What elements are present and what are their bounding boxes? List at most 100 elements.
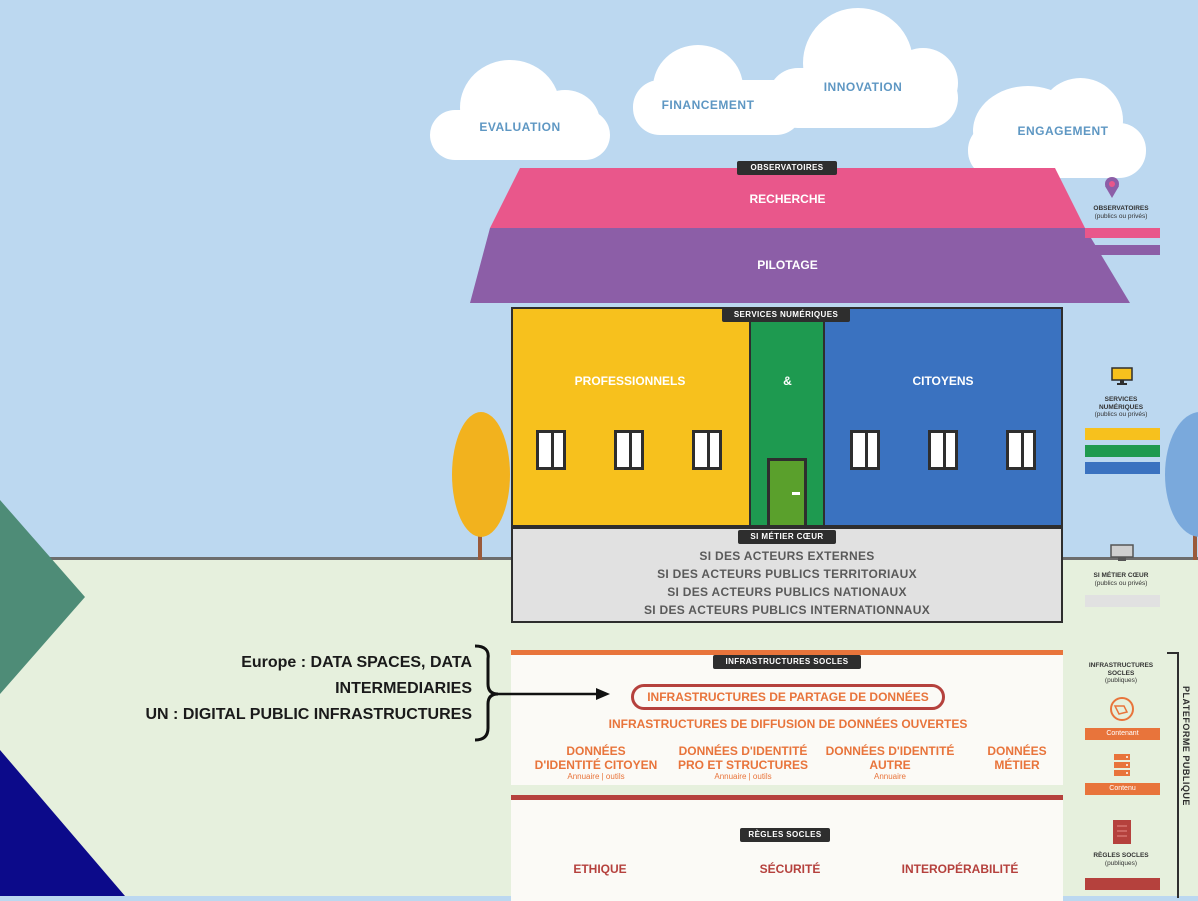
- bar-pilotage: [1085, 245, 1160, 255]
- col-title: AUTRE: [869, 758, 911, 772]
- label-diffusion: INFRASTRUCTURES DE DIFFUSION DE DONNÉES …: [608, 717, 968, 731]
- col-sub: Annuaire | outils: [567, 772, 625, 781]
- roof-pilotage: [470, 228, 1130, 303]
- window: [614, 430, 644, 470]
- legend-contenant: Contenant: [1085, 728, 1160, 740]
- label-ampersand: &: [783, 374, 792, 388]
- si-line: SI DES ACTEURS PUBLICS NATIONAUX: [667, 585, 907, 599]
- legend-title: SERVICES: [1104, 396, 1138, 403]
- col-identite-citoyen: DONNÉES D'IDENTITÉ CITOYEN Annuaire | ou…: [516, 744, 676, 781]
- legend-title: SI MÉTIER CŒUR: [1093, 572, 1149, 579]
- tag-regles-socles: RÈGLES SOCLES: [740, 828, 830, 842]
- tag-si-metier: SI MÉTIER CŒUR: [738, 530, 836, 544]
- col-identite-autre: DONNÉES D'IDENTITÉ AUTRE Annuaire: [820, 744, 960, 781]
- bar-green: [1085, 445, 1160, 457]
- teal-triangle: [0, 500, 85, 694]
- door: [767, 458, 807, 528]
- tree-left: [452, 412, 510, 537]
- infra-block: [511, 650, 1063, 785]
- col-title: DONNÉES D'IDENTITÉ: [825, 744, 955, 758]
- plateforme-label-wrap: PLATEFORME PUBLIQUE: [1181, 686, 1197, 876]
- bar-recherche: [1085, 228, 1160, 238]
- legend-sub: (publics ou privés): [1094, 579, 1148, 587]
- label-citoyens: CITOYENS: [912, 374, 974, 388]
- legend-sub: (publiques): [1104, 677, 1138, 684]
- regle-interoperabilite: INTEROPÉRABILITÉ: [901, 862, 1019, 876]
- bar-si: [1085, 595, 1160, 607]
- col-metier: DONNÉES MÉTIER: [972, 744, 1062, 772]
- si-line: SI DES ACTEURS PUBLICS INTERNATIONNAUX: [643, 603, 931, 617]
- legend-sub: (publics ou privés): [1094, 411, 1148, 418]
- roof-recherche: [490, 168, 1085, 228]
- monitor-icon: [1111, 367, 1133, 385]
- col-sub: Annuaire: [873, 772, 907, 781]
- legend-regles: RÈGLES SOCLES (publiques): [1080, 852, 1162, 867]
- tag-observatoires: OBSERVATOIRES: [737, 161, 837, 175]
- cloud-label: INNOVATION: [823, 80, 903, 94]
- tree-trunk-left: [478, 530, 482, 560]
- bar-professionnels: [1085, 428, 1160, 440]
- window: [1006, 430, 1036, 470]
- annotation-line: INTERMEDIARIES: [335, 680, 472, 697]
- regles-items: ETHIQUE SÉCURITÉ INTEROPÉRABILITÉ: [520, 862, 1060, 878]
- legend-title: OBSERVATOIRES: [1093, 205, 1149, 212]
- legend-observatoires: OBSERVATOIRES (publics ou privés): [1080, 205, 1162, 220]
- window: [928, 430, 958, 470]
- annotation: Europe : DATA SPACES, DATA INTERMEDIARIE…: [0, 650, 472, 728]
- window: [850, 430, 880, 470]
- legend-sub: (publiques): [1104, 859, 1138, 867]
- label-recherche: RECHERCHE: [749, 192, 826, 206]
- legend-infra: INFRASTRUCTURES SOCLES (publiques): [1080, 662, 1162, 685]
- col-sub: Annuaire | outils: [714, 772, 772, 781]
- tag-infra-socles: INFRASTRUCTURES SOCLES: [713, 655, 861, 669]
- legend-services: SERVICES NUMÉRIQUES (publics ou privés): [1080, 396, 1162, 419]
- bar-citoyens: [1085, 462, 1160, 474]
- annotation-brace-arrow: [474, 644, 610, 742]
- legend-title: SOCLES: [1107, 669, 1135, 677]
- tree-trunk-right: [1193, 530, 1197, 560]
- col-identite-pro: DONNÉES D'IDENTITÉ PRO ET STRUCTURES Ann…: [668, 744, 818, 781]
- regle-ethique: ETHIQUE: [573, 862, 627, 876]
- bar-regles: [1085, 878, 1160, 890]
- network-icon: [1109, 696, 1135, 722]
- col-title: DONNÉES D'IDENTITÉ: [678, 744, 808, 758]
- window: [692, 430, 722, 470]
- legend-title: RÈGLES SOCLES: [1093, 852, 1149, 859]
- cloud-label: ENGAGEMENT: [1017, 124, 1109, 138]
- cloud-innovation: INNOVATION: [768, 8, 958, 128]
- computer-icon: [1110, 544, 1134, 562]
- roof: [470, 168, 1130, 303]
- col-title: DONNÉES: [566, 744, 626, 758]
- scroll-icon: [1110, 818, 1134, 846]
- plateforme-bracket: [1167, 652, 1179, 898]
- wall-citoyens: [823, 307, 1063, 527]
- legend-contenu: Contenu: [1085, 783, 1160, 795]
- si-line: SI DES ACTEURS PUBLICS TERRITORIAUX: [657, 567, 917, 581]
- col-title: PRO ET STRUCTURES: [677, 758, 808, 772]
- cloud-label: FINANCEMENT: [661, 98, 755, 112]
- cloud-label: EVALUATION: [479, 120, 561, 134]
- regle-securite: SÉCURITÉ: [759, 862, 821, 876]
- navy-triangle: [0, 750, 125, 896]
- decorative-shapes: [0, 500, 125, 896]
- highlight-partage: [631, 684, 945, 710]
- plateforme-label: PLATEFORME PUBLIQUE: [1181, 686, 1191, 806]
- window: [536, 430, 566, 470]
- col-title: DONNÉES: [987, 744, 1047, 758]
- label-professionnels: PROFESSIONNELS: [574, 374, 686, 388]
- si-line: SI DES ACTEURS EXTERNES: [699, 549, 875, 563]
- label-pilotage: PILOTAGE: [757, 258, 818, 272]
- legend-title: NUMÉRIQUES: [1098, 403, 1144, 411]
- tag-services-numeriques: SERVICES NUMÉRIQUES: [722, 308, 850, 322]
- wall-professionnels: [511, 307, 751, 527]
- server-icon: [1113, 753, 1131, 777]
- legend-si: SI MÉTIER CŒUR (publics ou privés): [1080, 572, 1162, 587]
- legend-sub: (publics ou privés): [1094, 212, 1148, 220]
- label-partage: INFRASTRUCTURES DE PARTAGE DE DONNÉES: [647, 690, 929, 704]
- annotation-line: Europe : DATA SPACES, DATA: [241, 654, 472, 671]
- annotation-line: UN : DIGITAL PUBLIC INFRASTRUCTURES: [145, 706, 472, 723]
- col-title: D'IDENTITÉ CITOYEN: [534, 758, 658, 772]
- cloud-engagement: ENGAGEMENT: [968, 78, 1146, 178]
- regles-block: [511, 795, 1063, 901]
- col-title: MÉTIER: [994, 758, 1040, 772]
